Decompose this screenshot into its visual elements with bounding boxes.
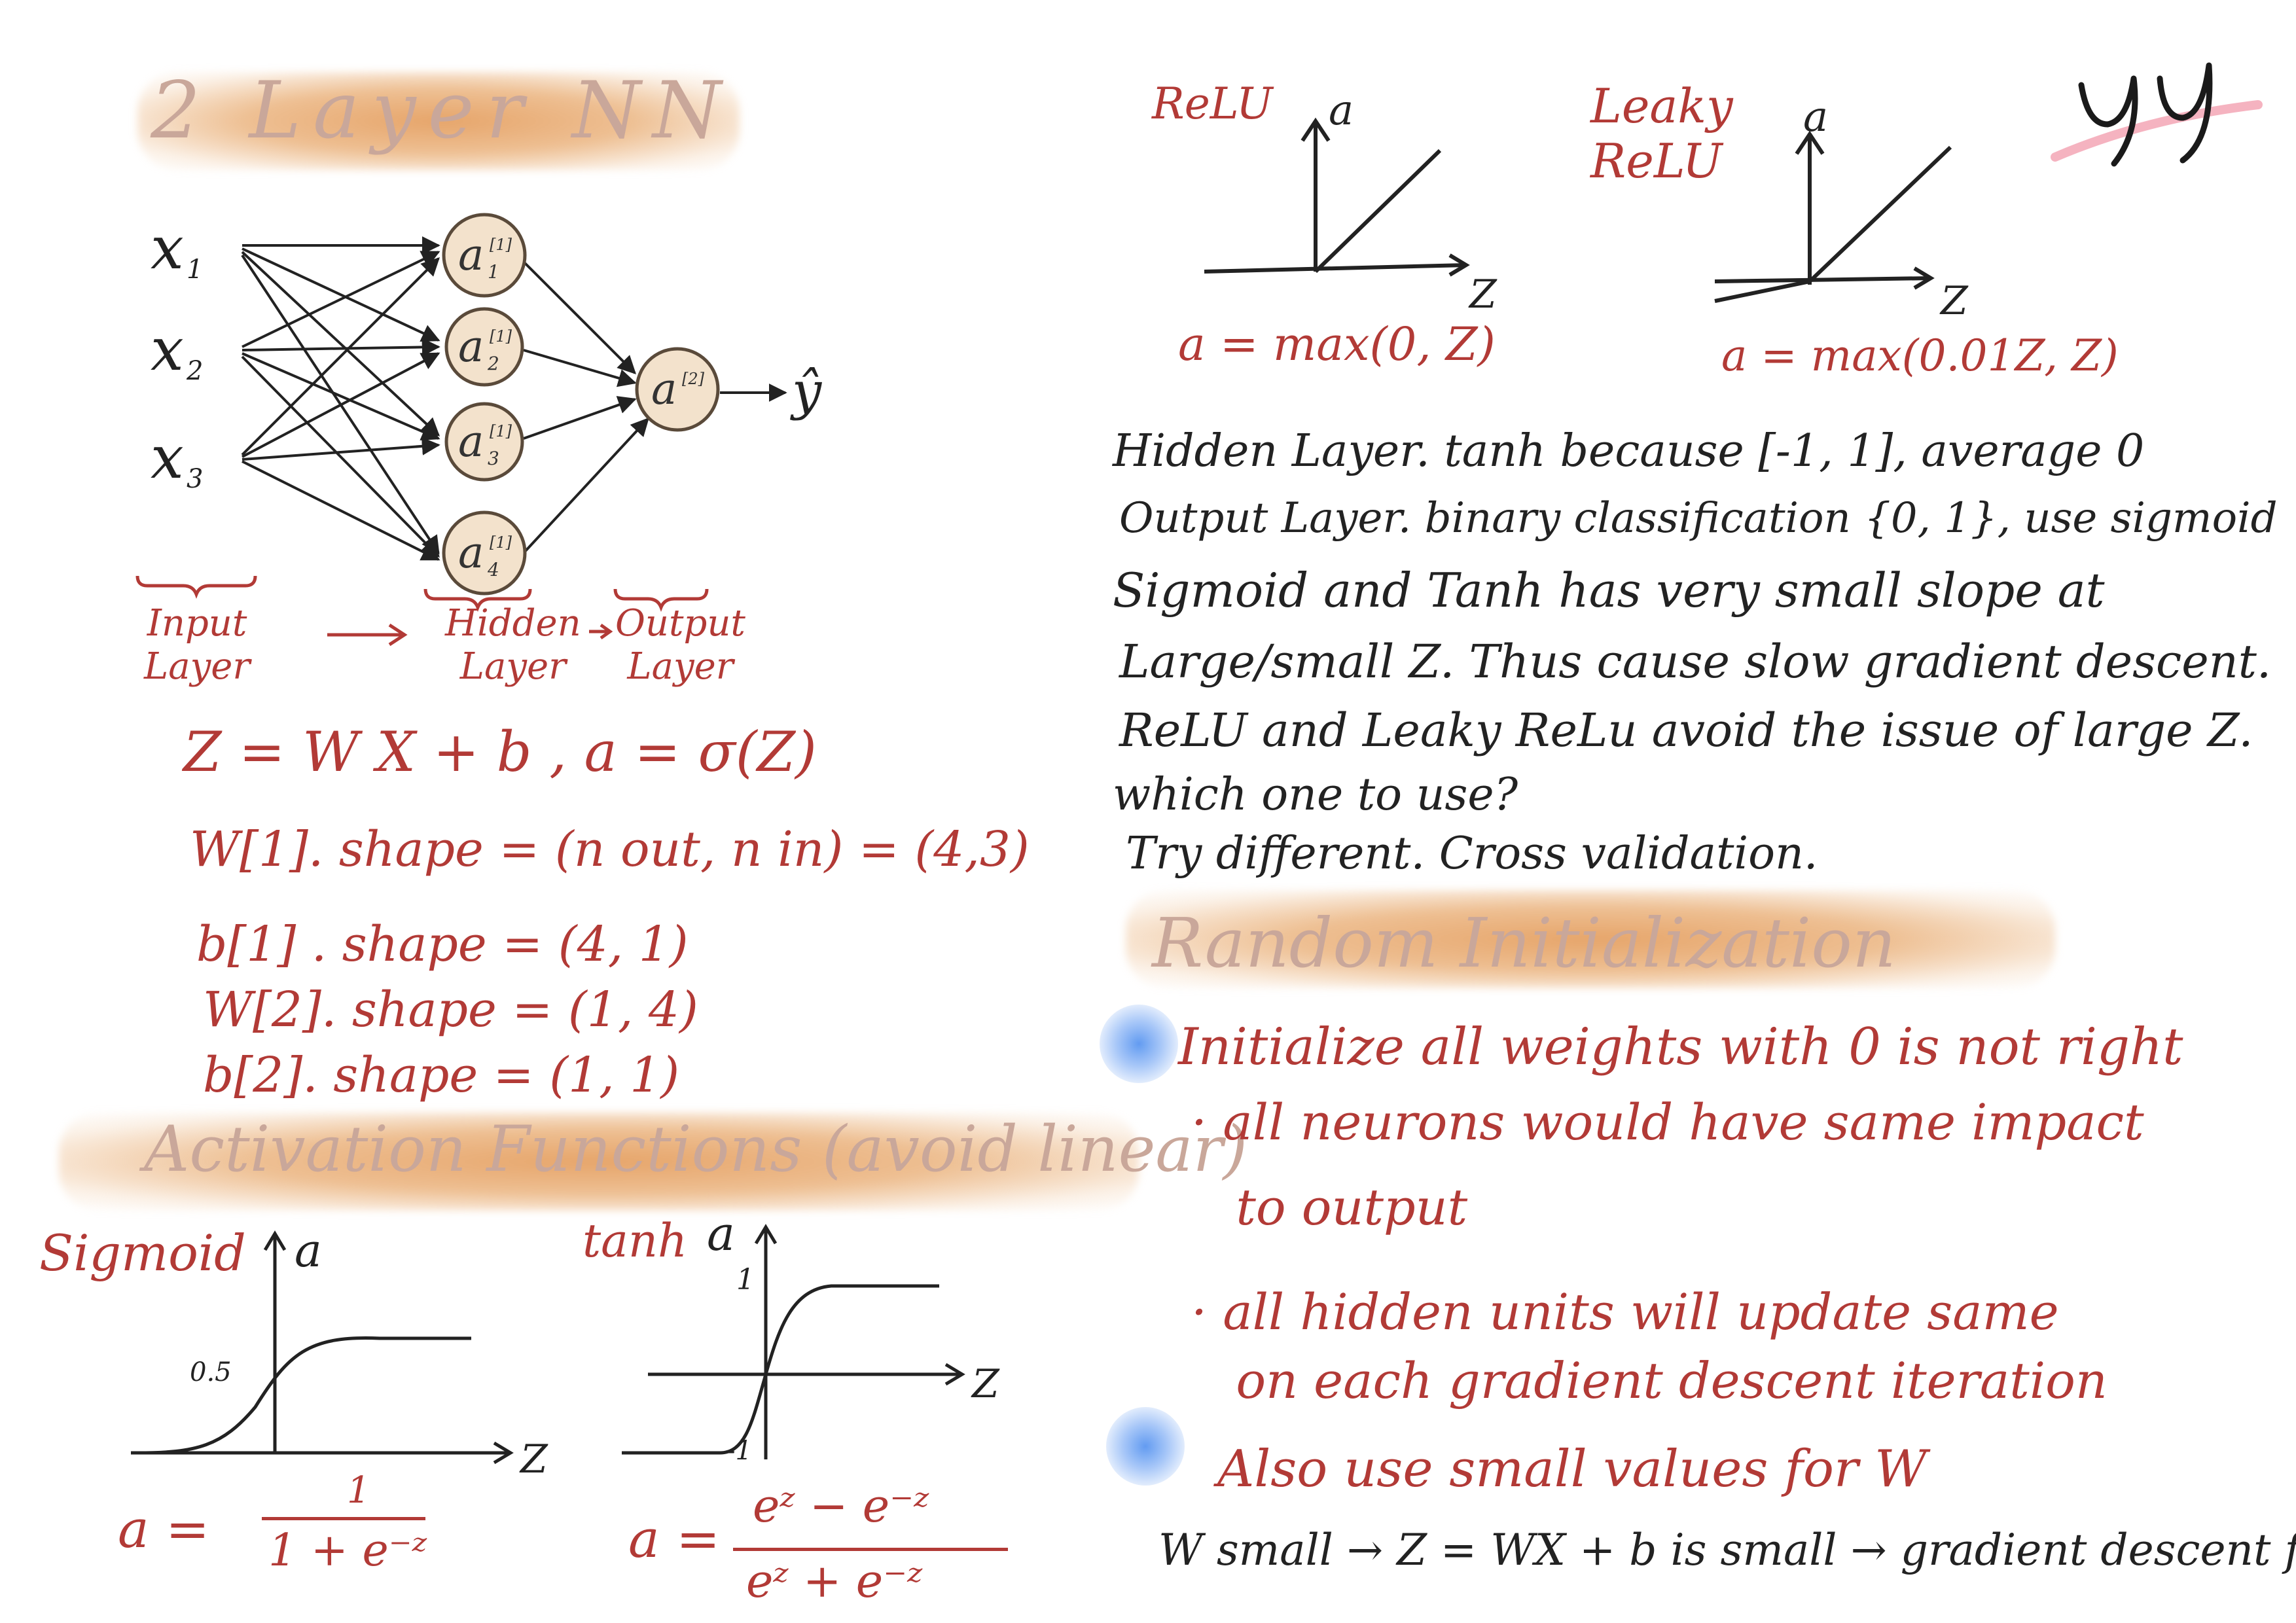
activation-title: Activation Functions (avoid linear) [144, 1113, 1247, 1186]
note-line-4: Large/small Z. Thus cause slow gradient … [1119, 635, 2272, 688]
output-layer-label: Output Layer [615, 602, 745, 688]
svg-text:Z: Z [519, 1436, 548, 1479]
output-neuron [635, 347, 720, 432]
note-line-2: Output Layer. binary classification {0, … [1119, 494, 2278, 543]
input-layer-label: Input Layer [144, 602, 251, 688]
tanh-formula-lhs: a = [628, 1508, 721, 1569]
relu-label: ReLU [1152, 79, 1273, 129]
tanh-top-label: 1 [736, 1263, 755, 1296]
leaky-relu-formula: a = max(0.01Z, Z) [1721, 330, 2119, 381]
sub-bullet-1: · all neurons would have same impact [1191, 1093, 2144, 1151]
svg-text:[1]: [1] [490, 327, 512, 346]
signature-logo: yy [2042, 26, 2265, 196]
svg-text:2: 2 [487, 353, 499, 374]
relu-graph: a Z [1191, 85, 1532, 327]
svg-text:1: 1 [488, 261, 499, 283]
svg-text:[1]: [1] [490, 533, 512, 552]
sigmoid-label: Sigmoid [39, 1224, 246, 1282]
svg-text:a: a [295, 1224, 322, 1277]
svg-text:x: x [151, 315, 184, 384]
svg-text:a: a [458, 321, 484, 372]
svg-text:3: 3 [488, 448, 499, 469]
sigmoid-formula-lhs: a = [118, 1499, 210, 1560]
tanh-formula-den: eᶻ + e⁻ᶻ [746, 1554, 923, 1608]
note-line-6: which one to use? [1113, 769, 1518, 821]
svg-text:4: 4 [487, 559, 499, 580]
activation-highlight [59, 1113, 1139, 1211]
bullet-2: Also use small values for W [1217, 1440, 1928, 1499]
hidden-neuron-2 [444, 307, 524, 387]
sigmoid-fraction-bar [262, 1517, 425, 1520]
page-title: 2 Layer NN [151, 65, 734, 156]
equation-line-5: b[2]. shape = (1, 1) [203, 1047, 680, 1103]
sigmoid-formula-num: 1 [347, 1469, 370, 1512]
note-line-1: Hidden Layer. tanh because [-1, 1], aver… [1113, 425, 2145, 477]
svg-text:x: x [151, 214, 184, 283]
bullet-1: Initialize all weights with 0 is not rig… [1178, 1018, 2183, 1077]
hidden-neuron-3 [444, 402, 524, 482]
tanh-formula-num: eᶻ − e⁻ᶻ [753, 1479, 929, 1533]
tanh-bottom-label: -1 [726, 1436, 752, 1466]
leaky-relu-label: Leaky ReLU [1590, 79, 1733, 188]
sigmoid-mid-label: 0.5 [190, 1357, 232, 1387]
random-init-title: Random Initialization [1152, 903, 1896, 983]
random-init-highlight [1126, 890, 2055, 988]
svg-text:2: 2 [186, 356, 203, 386]
hidden-layer-label: Hidden Layer [445, 602, 581, 688]
svg-text:a: a [651, 364, 677, 414]
svg-text:a: a [1803, 98, 1828, 141]
sub-bullet-2: · all hidden units will update same [1191, 1283, 2059, 1341]
svg-text:Z: Z [1939, 278, 1969, 324]
equation-line-1: Z = W X + b , a = σ(Z) [183, 720, 817, 784]
tanh-label: tanh [583, 1214, 688, 1268]
final-line: W small → Z = WX + b is small → gradient… [1158, 1525, 2296, 1575]
layer-labels: Input Layer Hidden Layer Output Layer [131, 563, 851, 713]
svg-text:Z: Z [971, 1361, 1000, 1407]
sub-bullet-1-cont: to output [1204, 1178, 1468, 1236]
svg-text:a: a [1329, 86, 1354, 135]
svg-text:ŷ: ŷ [790, 361, 823, 421]
svg-text:a: a [458, 416, 484, 467]
svg-text:[1]: [1] [490, 236, 512, 254]
sigmoid-formula-den: 1 + e⁻ᶻ [268, 1525, 427, 1577]
title-highlight [137, 72, 740, 170]
relu-formula: a = max(0, Z) [1178, 317, 1496, 371]
svg-text:x: x [151, 423, 184, 492]
note-line-5: ReLU and Leaky ReLu avoid the issue of l… [1119, 704, 2253, 757]
svg-text:[1]: [1] [490, 422, 512, 440]
hidden-neuron-4 [442, 510, 527, 596]
svg-text:[2]: [2] [682, 370, 705, 388]
note-line-7: Try different. Cross validation. [1126, 828, 1818, 880]
bullet-dot-1 [1100, 1005, 1178, 1083]
tanh-graph: a Z 1 -1 [609, 1206, 1067, 1486]
hidden-neuron-1 [442, 213, 527, 298]
svg-text:a: a [458, 230, 484, 280]
svg-text:1: 1 [187, 255, 203, 285]
note-line-3: Sigmoid and Tanh has very small slope at [1113, 563, 2105, 618]
svg-text:Z: Z [1468, 272, 1498, 317]
equation-line-4: W[2]. shape = (1, 4) [203, 982, 698, 1038]
equation-line-2: W[1]. shape = (n out, n in) = (4,3) [190, 821, 1030, 878]
svg-text:3: 3 [187, 464, 203, 494]
bullet-dot-2 [1106, 1407, 1185, 1486]
sigmoid-graph: a Z 0.5 [118, 1217, 576, 1482]
equation-line-3: b[1] . shape = (4, 1) [196, 916, 689, 972]
svg-text:a: a [707, 1211, 735, 1261]
tanh-fraction-bar [733, 1548, 1008, 1551]
sub-bullet-2-cont: on each gradient descent iteration [1204, 1351, 2108, 1410]
svg-text:a: a [458, 527, 484, 578]
leaky-relu-graph: a Z [1702, 93, 2042, 334]
